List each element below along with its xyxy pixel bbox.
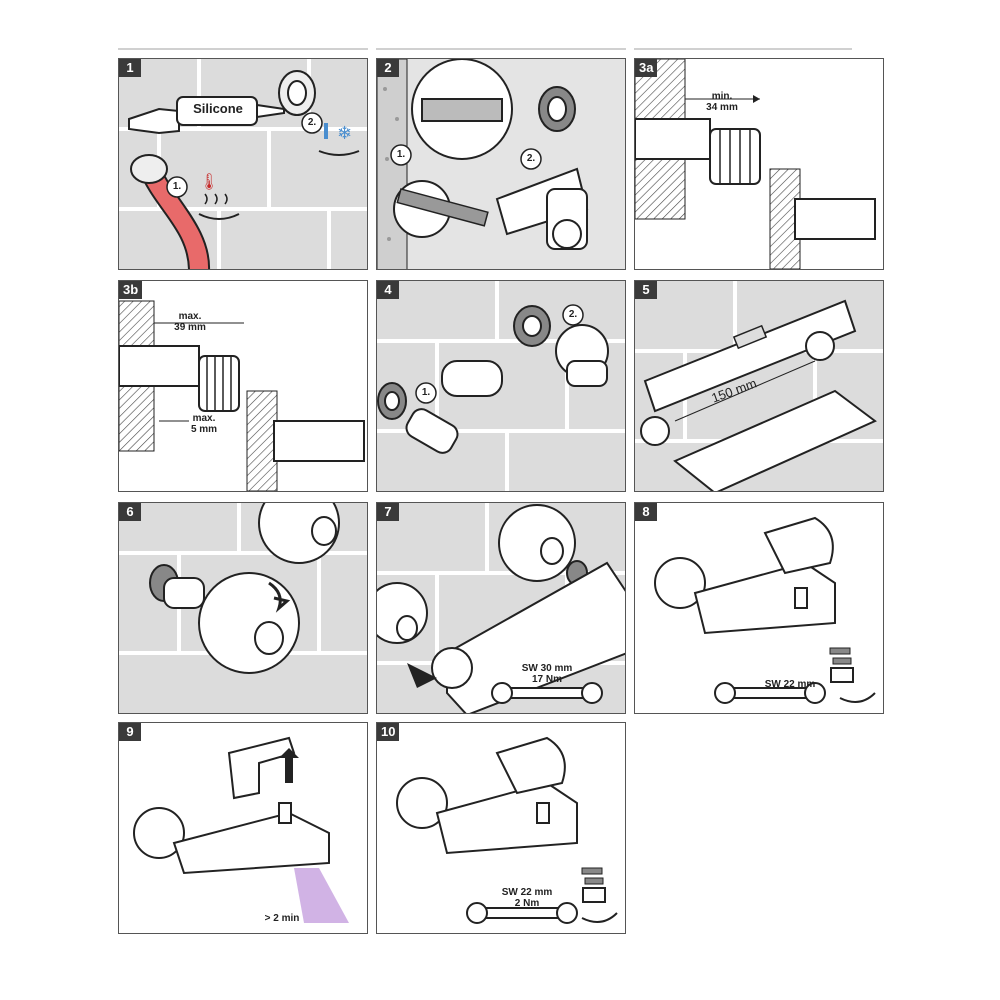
step-number: 3a	[635, 59, 658, 77]
svg-text:🌡: 🌡	[199, 172, 219, 191]
step-10-panel: 10 SW 22 mm 2 Nm	[376, 722, 626, 934]
step-3a-illustration	[635, 59, 876, 269]
max-label-2a: max.	[192, 413, 216, 424]
step-4-illustration	[377, 281, 625, 491]
flush-time-label: > 2 min	[264, 913, 300, 924]
step-7-panel: 7 SW 30 mm 17 Nm	[376, 502, 626, 714]
step-number: 1	[119, 59, 141, 77]
svg-text:❄: ❄	[337, 123, 352, 144]
substep-2-label: 2.	[307, 117, 317, 128]
top-divider-1	[118, 48, 368, 50]
step-2-illustration	[377, 59, 625, 269]
step-number: 2	[377, 59, 399, 77]
max-label-2b: 5 mm	[190, 424, 218, 435]
step-9-illustration	[133, 736, 349, 923]
min-label-1: min.	[711, 91, 733, 102]
torque-label: 17 Nm	[531, 674, 562, 685]
step-5-illustration	[635, 281, 883, 491]
step-3b-panel: 3b max. 39 mm max. 5 mm	[118, 280, 368, 492]
step-number: 10	[377, 723, 400, 741]
step-number: 7	[377, 503, 399, 521]
step-2-panel: 2 1. 2.	[376, 58, 626, 270]
step-8-illustration	[654, 516, 876, 704]
step-number: 9	[119, 723, 141, 741]
step-9-panel: 9 > 2 min	[118, 722, 368, 934]
wrench-size-label: SW 22 mm	[501, 887, 553, 898]
step-6-illustration	[119, 503, 367, 713]
substep-2-label: 2.	[568, 309, 578, 320]
step-1-illustration: ❄ 🌡	[119, 59, 367, 269]
step-number: 5	[635, 281, 657, 299]
step-number: 6	[119, 503, 141, 521]
step-3a-panel: 3a min. 34 mm	[634, 58, 884, 270]
step-1-panel: ❄ 🌡 1 Silicone 1. 2.	[118, 58, 368, 270]
substep-2-label: 2.	[526, 153, 536, 164]
step-10-illustration	[396, 736, 618, 924]
step-number: 8	[635, 503, 657, 521]
top-divider-2	[376, 48, 626, 50]
substep-1-label: 1.	[421, 387, 431, 398]
wrench-size-label: SW 30 mm	[521, 663, 573, 674]
substep-1-label: 1.	[396, 149, 406, 160]
step-6-panel: 6	[118, 502, 368, 714]
min-label-2: 34 mm	[706, 102, 738, 113]
step-number: 3b	[119, 281, 143, 299]
step-8-panel: 8 SW 22 mm	[634, 502, 884, 714]
step-7-illustration	[377, 503, 625, 713]
top-divider-3	[634, 48, 852, 50]
step-3b-illustration	[119, 300, 365, 491]
silicone-label: Silicone	[193, 101, 243, 116]
max-label-1b: 39 mm	[174, 322, 206, 333]
step-4-panel: 4 1. 2.	[376, 280, 626, 492]
substep-1-label: 1.	[172, 181, 182, 192]
wrench-size-label: SW 22 mm	[764, 679, 816, 690]
step-number: 4	[377, 281, 399, 299]
step-5-panel: 5 150 mm	[634, 280, 884, 492]
torque-label: 2 Nm	[514, 898, 540, 909]
max-label-1a: max.	[178, 311, 202, 322]
